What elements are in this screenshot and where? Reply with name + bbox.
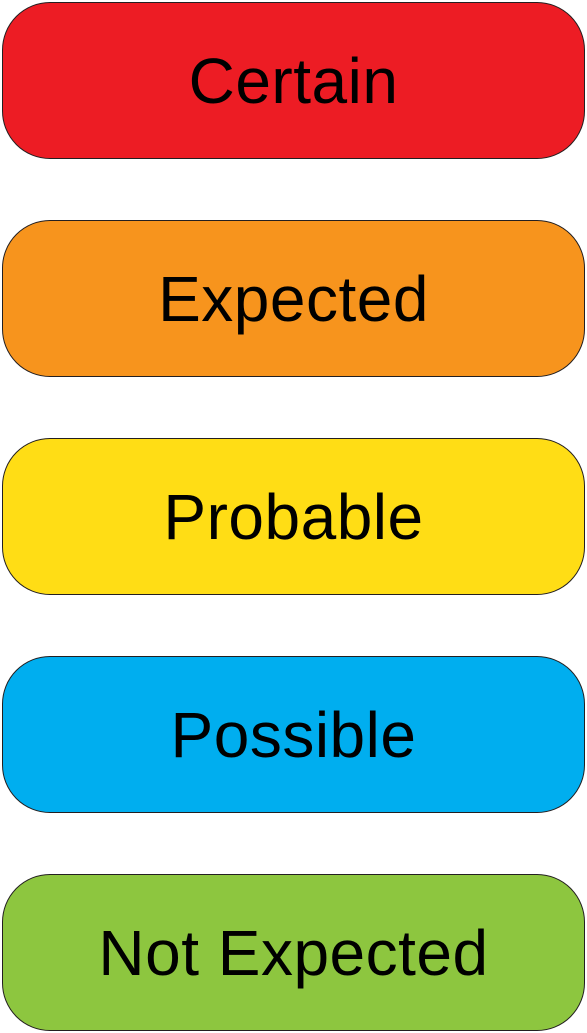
- pill-label-not-expected: Not Expected: [98, 916, 489, 989]
- pill-label-probable: Probable: [163, 480, 424, 553]
- pill-label-certain: Certain: [188, 44, 399, 117]
- pill-probable: Probable: [2, 438, 585, 595]
- pill-possible: Possible: [2, 656, 585, 813]
- pill-certain: Certain: [2, 2, 585, 159]
- pill-not-expected: Not Expected: [2, 874, 585, 1031]
- pill-label-possible: Possible: [170, 698, 417, 771]
- pill-expected: Expected: [2, 220, 585, 377]
- pill-label-expected: Expected: [158, 262, 429, 335]
